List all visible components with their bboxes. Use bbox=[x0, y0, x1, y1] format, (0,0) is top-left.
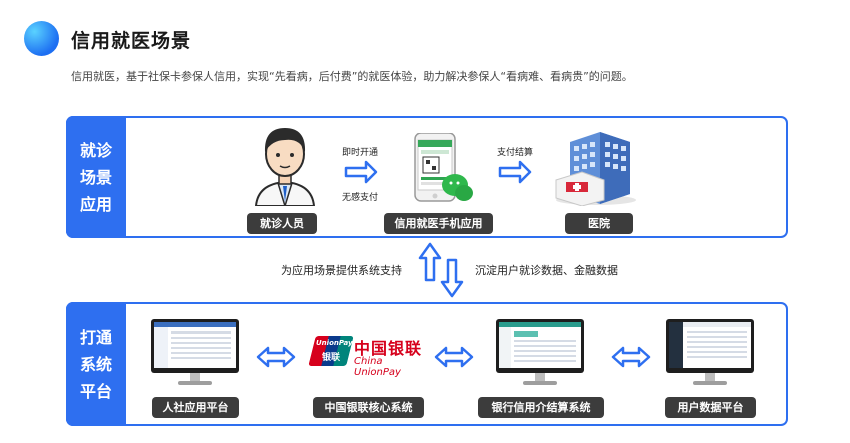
right-arrow-icon bbox=[344, 160, 378, 184]
monitor-icon bbox=[496, 319, 584, 385]
platform-label: 银行信用介结算系统 bbox=[478, 397, 604, 418]
page-title: 信用就医场景 bbox=[71, 30, 192, 52]
double-horizontal-arrow-icon bbox=[434, 346, 474, 368]
unionpay-en-name: China UnionPay bbox=[354, 356, 401, 378]
unionpay-logo: UnionPay 银联 中国银联 China UnionPay bbox=[308, 334, 432, 378]
platform-panel-tag: 打通 系统 平台 bbox=[66, 302, 126, 426]
mobile-app-phone-icon bbox=[414, 133, 473, 202]
hospital-building-icon bbox=[555, 132, 636, 206]
mobile-app-label: 信用就医手机应用 bbox=[384, 213, 493, 234]
unionpay-logo-text: UnionPay bbox=[316, 339, 353, 347]
scene-tag-line: 场景 bbox=[79, 167, 112, 187]
middle-right-text: 沉淀用户就诊数据、金融数据 bbox=[475, 264, 618, 277]
monitor-icon bbox=[666, 319, 754, 385]
arrow1-top-text: 即时开通 bbox=[342, 148, 379, 158]
monitor-icon bbox=[151, 319, 239, 385]
platform-label: 用户数据平台 bbox=[665, 397, 756, 418]
title-dot-icon bbox=[24, 21, 59, 56]
hospital-label: 医院 bbox=[565, 213, 633, 234]
arrow2-top-text: 支付结算 bbox=[497, 148, 534, 158]
platform-label: 人社应用平台 bbox=[152, 397, 239, 418]
arrow1-bottom-text: 无感支付 bbox=[342, 193, 379, 203]
platform-tag-line: 打通 bbox=[79, 327, 112, 347]
double-horizontal-arrow-icon bbox=[611, 346, 651, 368]
scene-tag-line: 就诊 bbox=[79, 140, 112, 160]
scene-tag-line: 应用 bbox=[79, 194, 112, 214]
middle-left-text: 为应用场景提供系统支持 bbox=[281, 264, 402, 277]
unionpay-cn-name: 中国银联 bbox=[354, 339, 423, 358]
double-vertical-arrow-icon bbox=[418, 242, 464, 298]
page-subtitle: 信用就医，基于社保卡参保人信用，实现“先看病，后付费”的就医体验，助力解决参保人… bbox=[71, 70, 633, 83]
platform-label: 中国银联核心系统 bbox=[313, 397, 424, 418]
patient-label: 就诊人员 bbox=[247, 213, 317, 234]
double-horizontal-arrow-icon bbox=[256, 346, 296, 368]
scene-panel-tag: 就诊 场景 应用 bbox=[66, 116, 126, 238]
patient-avatar-icon bbox=[254, 128, 316, 206]
platform-tag-line: 平台 bbox=[79, 381, 112, 401]
right-arrow-icon bbox=[498, 160, 532, 184]
unionpay-logo-text-cn: 银联 bbox=[322, 353, 341, 363]
platform-tag-line: 系统 bbox=[79, 354, 112, 374]
